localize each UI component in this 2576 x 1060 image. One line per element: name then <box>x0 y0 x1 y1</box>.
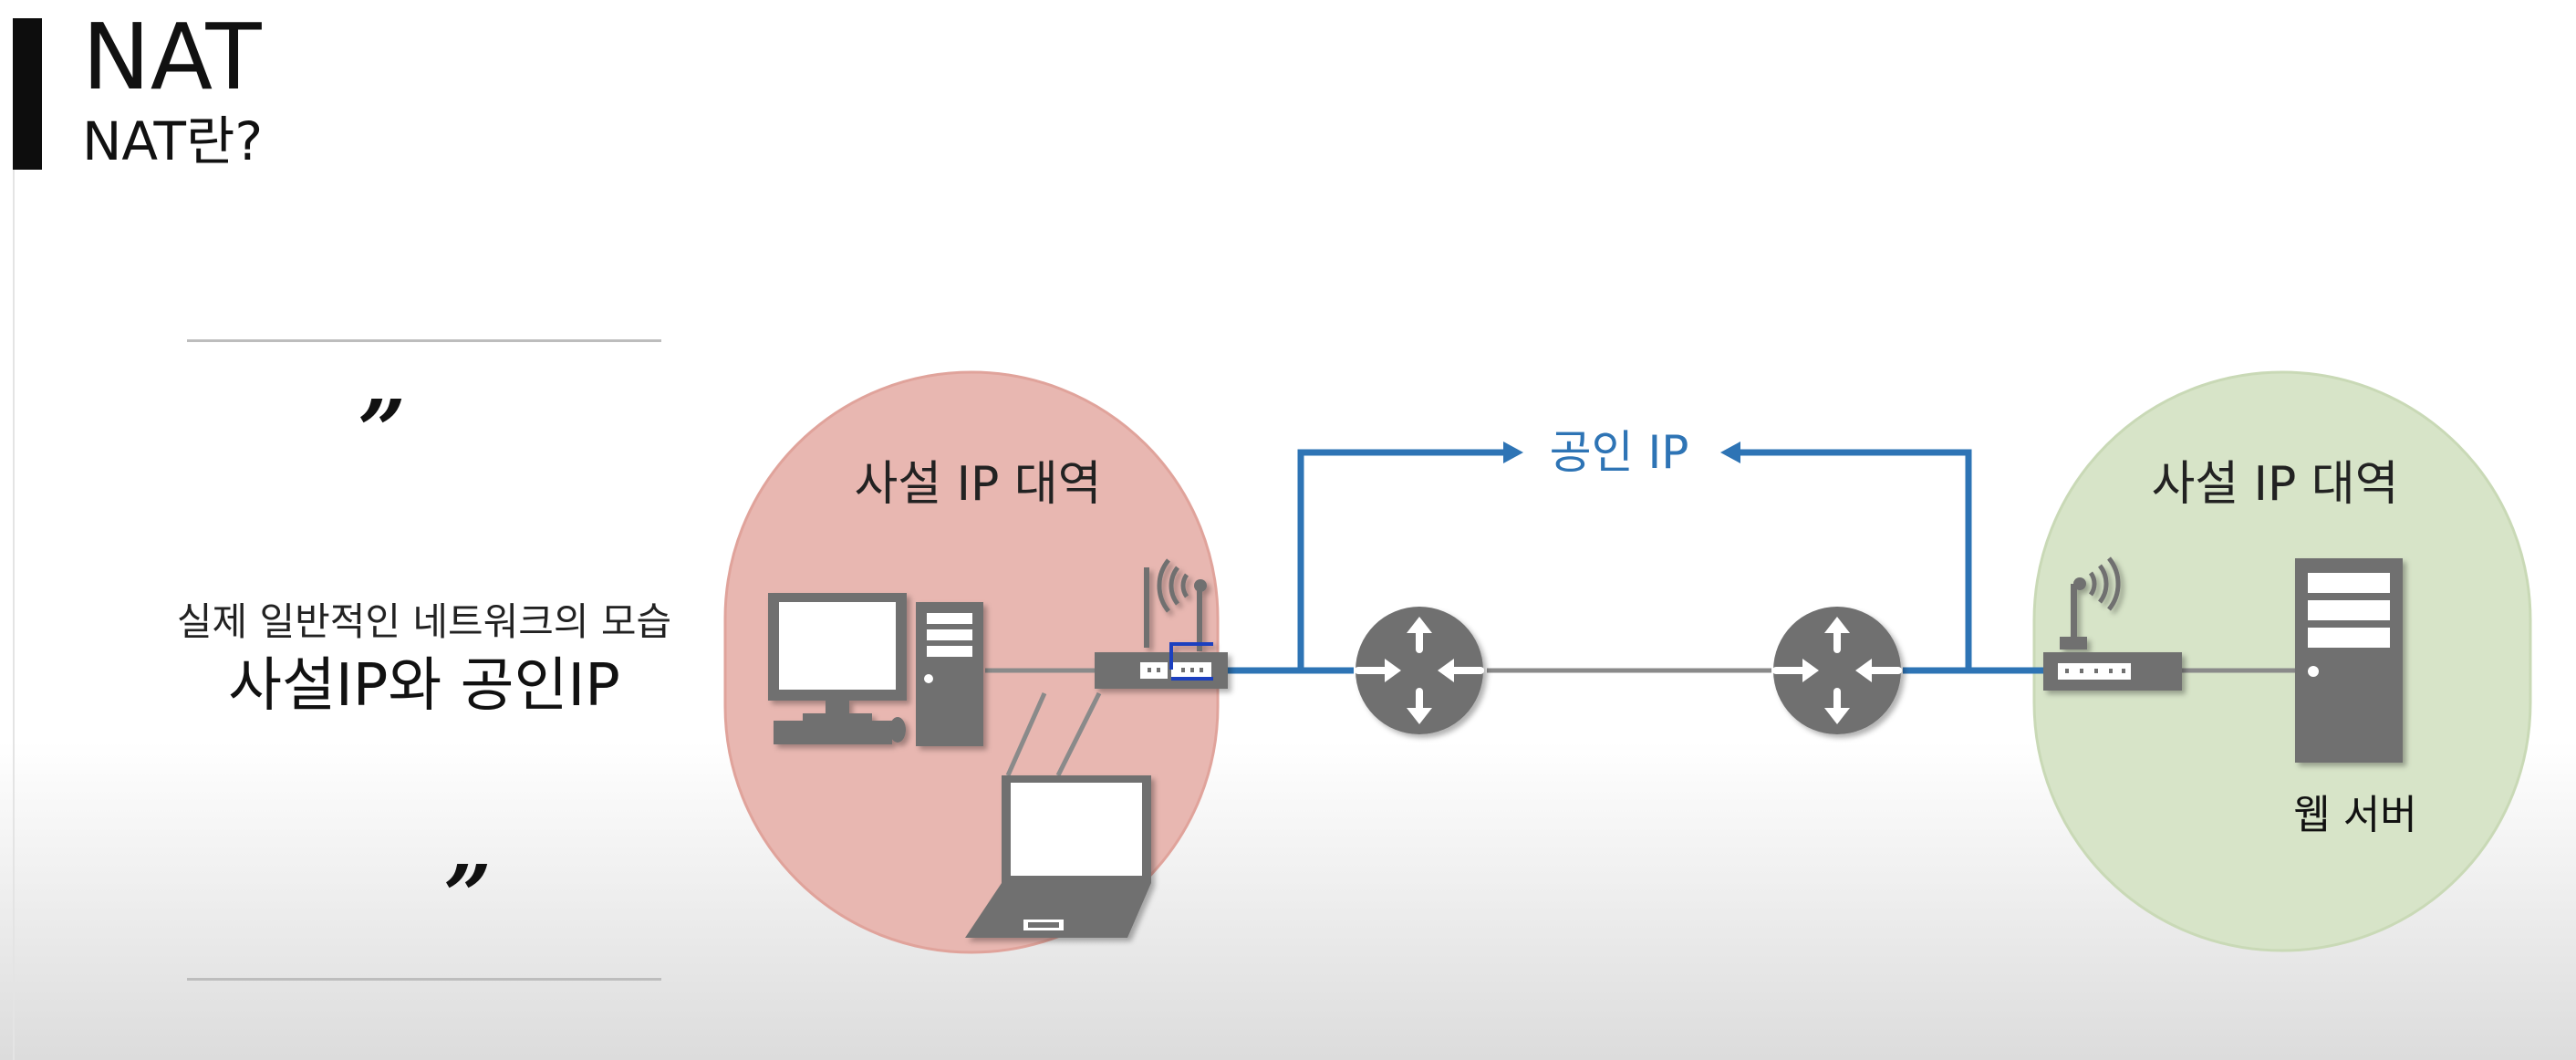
title-accent-bar <box>13 18 42 170</box>
slide-subtitle: NAT란? <box>82 110 264 172</box>
web-server-icon <box>2295 558 2403 763</box>
quote-bottom-line <box>187 978 661 981</box>
network-links <box>985 668 2297 777</box>
public-ip-links <box>1224 449 2047 674</box>
quote-top-line <box>187 339 661 342</box>
public-ip-label: 공인 IP <box>1550 426 1689 479</box>
router-icon <box>1772 607 1902 734</box>
slide-title: NAT <box>82 4 262 110</box>
quote-open-mark: ” <box>358 381 406 480</box>
arrow-right-head <box>1503 442 1523 463</box>
arrow-left-head <box>1720 442 1740 463</box>
wifi-router-icon <box>1095 558 1228 689</box>
left-zone-label: 사설 IP 대역 <box>854 457 1101 512</box>
right-zone-label: 사설 IP 대역 <box>2151 457 2398 512</box>
quote-close-mark: ” <box>443 847 492 945</box>
right-private-zone <box>2032 370 2532 952</box>
quote-sub-text: 실제 일반적인 네트워크의 모습 <box>176 599 672 644</box>
router-icon <box>1355 607 1484 734</box>
wifi-router-icon <box>2043 556 2182 691</box>
quote-main-text: 사설IP와 공인IP <box>228 652 620 720</box>
slide-left-border <box>13 170 15 1060</box>
laptop-icon <box>965 775 1151 938</box>
desktop-computer-icon <box>768 593 983 746</box>
web-server-label: 웹 서버 <box>2293 792 2416 838</box>
